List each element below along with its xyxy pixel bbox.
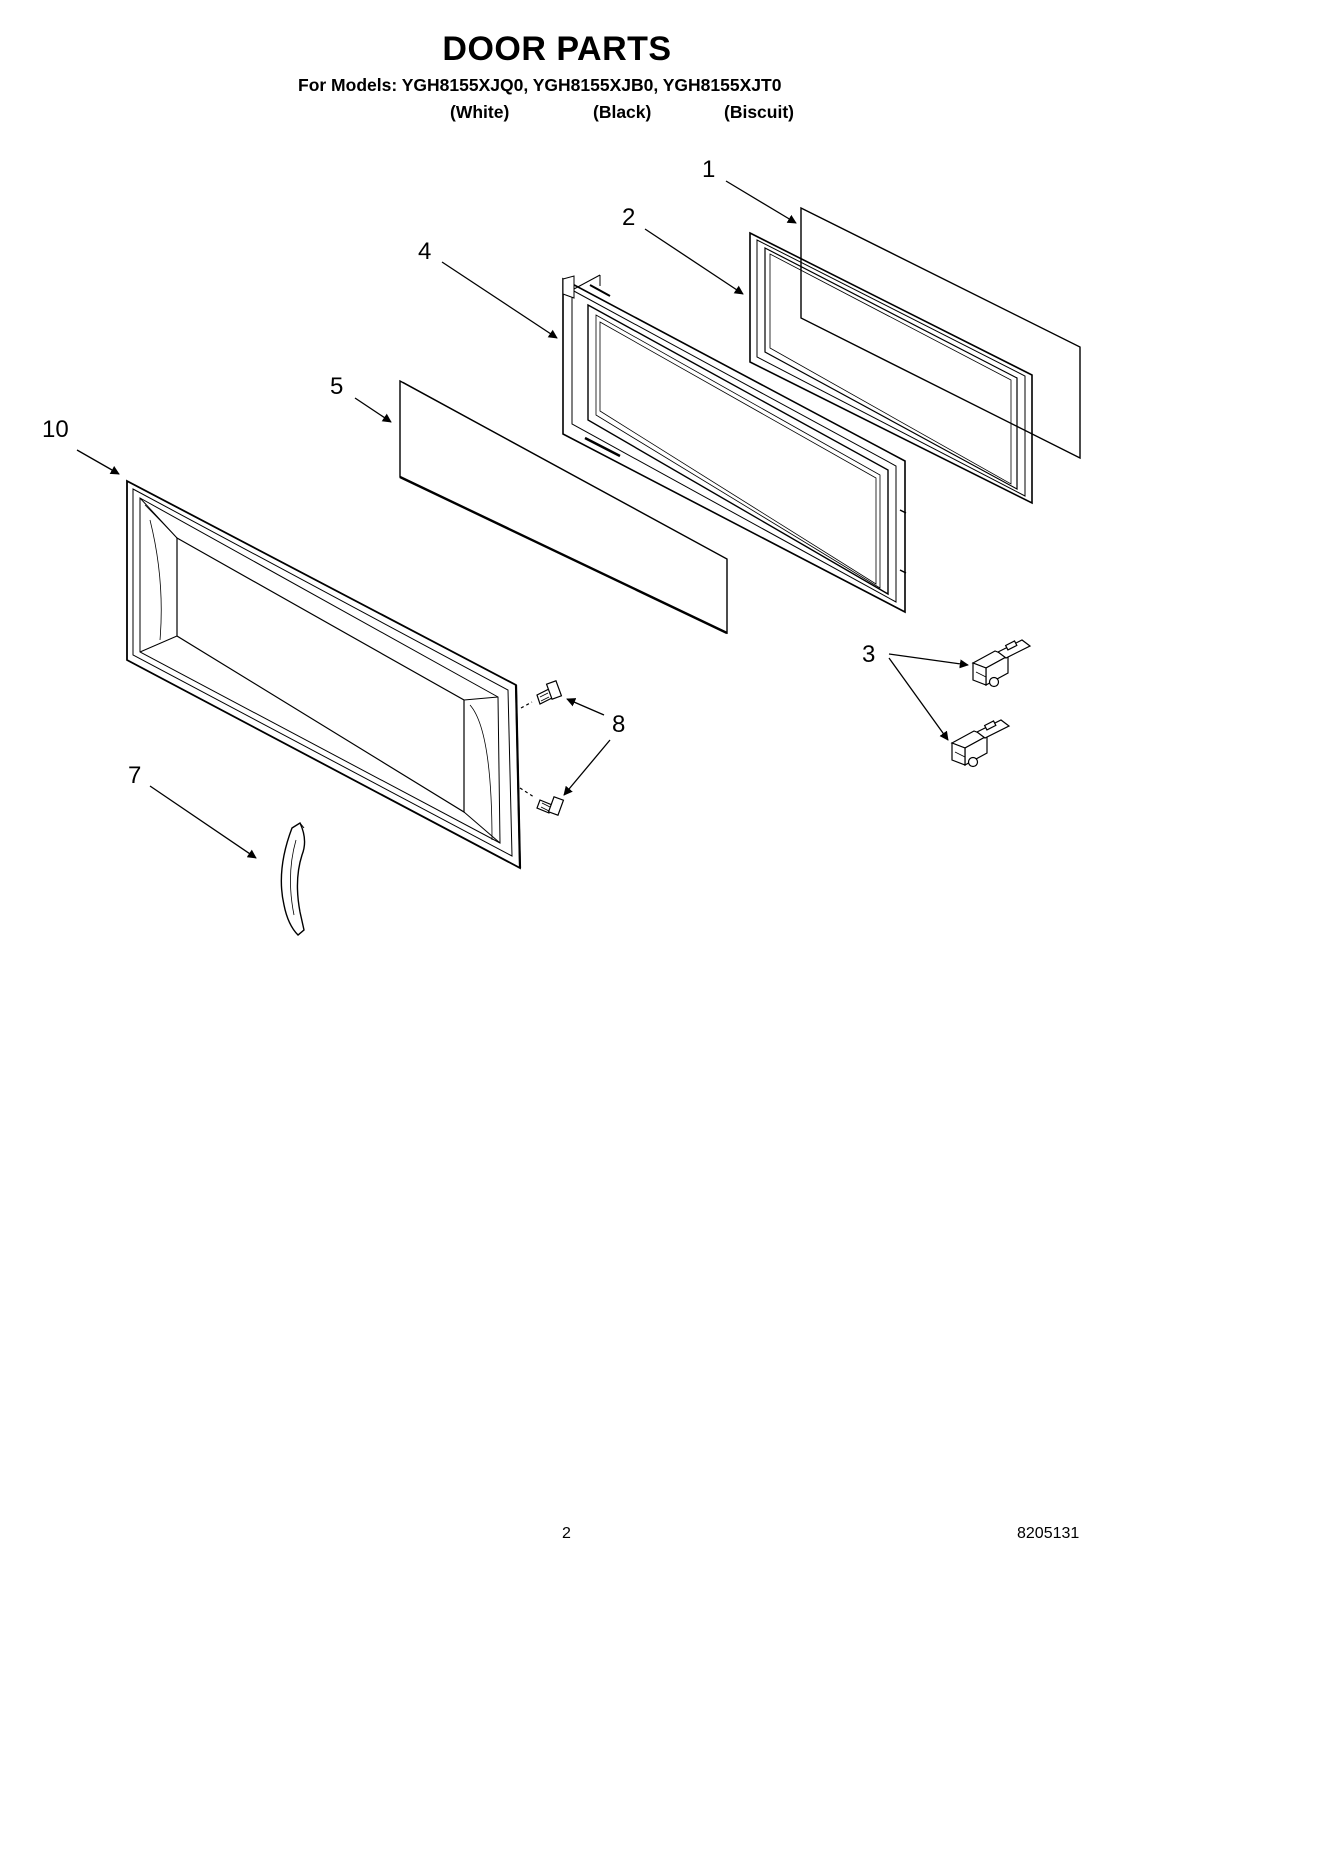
models-line: For Models: YGH8155XJQ0, YGH8155XJB0, YG… [298, 75, 782, 95]
part-7-handle [281, 823, 304, 935]
document-number: 8205131 [1017, 1525, 1080, 1542]
door-parts-diagram [0, 0, 1136, 1568]
callout-7: 7 [128, 762, 142, 789]
callout-3: 3 [862, 641, 876, 668]
callout-2: 2 [622, 204, 636, 231]
part-8-screws [520, 681, 563, 815]
leader-lines [77, 181, 969, 858]
part-4-inner-door-panel [563, 275, 906, 612]
variant-biscuit: (Biscuit) [724, 102, 794, 122]
callout-5: 5 [330, 373, 344, 400]
part-3-hinge-upper [973, 640, 1030, 687]
callout-4: 4 [418, 238, 432, 265]
callout-10: 10 [42, 416, 69, 443]
page-number: 2 [562, 1525, 571, 1542]
part-5-inner-glass [400, 381, 727, 633]
callout-8: 8 [612, 711, 626, 738]
variant-white: (White) [450, 102, 510, 122]
variant-black: (Black) [593, 102, 652, 122]
part-2-gasket-frame [750, 233, 1032, 503]
callout-1: 1 [702, 156, 716, 183]
part-10-outer-door-frame [127, 481, 520, 868]
part-3-hinge-lower [952, 720, 1009, 767]
page-title: DOOR PARTS [442, 30, 672, 68]
